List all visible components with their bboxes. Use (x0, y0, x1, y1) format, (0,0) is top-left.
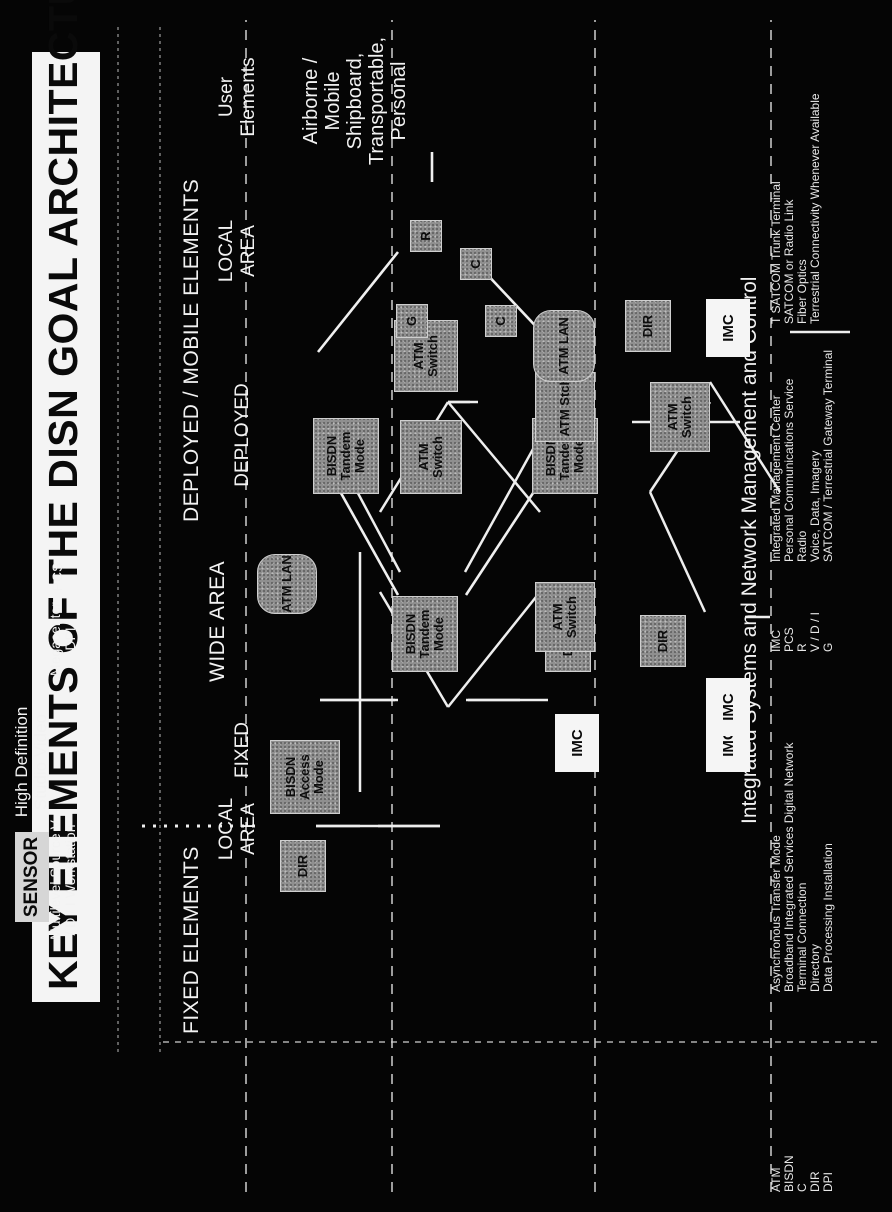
bisdn-tandem-left: BISDN Tandem Mode (392, 596, 458, 672)
dir-right: DIR (625, 300, 671, 352)
label-deployed-mobile: DEPLOYED / MOBILE ELEMENTS (180, 178, 203, 522)
atm-lan-right: ATM LAN (533, 310, 595, 382)
imc-right: IMC (706, 299, 750, 357)
legend-dpi-text: Data Processing Installation (821, 843, 835, 992)
atm-switch-deployed-top: ATM Switch (650, 382, 710, 452)
legend-dir-abbr: DIR (808, 1171, 822, 1192)
legend-pcs-abbr: PCS (782, 627, 796, 652)
megacenter-label: Megacenter DPI (47, 602, 78, 676)
imc-deployed: IMC (706, 678, 750, 736)
dir-left: DIR (280, 840, 326, 892)
legend-col2-text: Integrated Management Center Personal Co… (769, 332, 835, 562)
line-deployed-3 (708, 381, 782, 493)
line-fixed-diamond-4 (447, 401, 541, 513)
atm-stch-top: ATM Stch (535, 372, 595, 442)
label-fixed: FIXED (232, 722, 253, 778)
dir-deployed: DIR (640, 615, 686, 667)
label-fixed-elements: FIXED ELEMENTS (180, 846, 203, 1034)
label-deployed: DEPLOYED (232, 383, 253, 487)
label-local-area-right: LOCAL AREA (216, 219, 259, 283)
legend-col2-abbr: IMC PCS R V / D / I G (769, 562, 835, 652)
label-wide-area: WIDE AREA (206, 560, 229, 682)
studio-video-label: High Definition Studio Video (12, 706, 50, 818)
line-deployed-2 (648, 491, 707, 613)
pcs-left-label: PCS (49, 562, 65, 592)
legend-pcs-text: Personal Communications Service (782, 378, 796, 562)
r-node: R (410, 220, 442, 252)
legend-col3: T SATCOM Trunk Terminal SATCOM or Radio … (769, 4, 822, 324)
legend-g-abbr: G (821, 642, 835, 652)
legend-c-text: Terminal Connection (795, 882, 809, 992)
sensor-label: SENSOR (15, 832, 49, 922)
legend-g-text: SATCOM / Terrestrial Gateway Terminal (821, 349, 835, 562)
platforms-label: Airborne / Mobile Shipboard, Transportab… (300, 36, 410, 166)
legend-c-abbr: C (795, 1183, 809, 1192)
legend-terrestrial: Terrestrial Connectivity Whenever Availa… (808, 93, 822, 324)
legend-dpi-abbr: DPI (821, 1171, 835, 1192)
legend-vdi-abbr: V / D / I (808, 611, 822, 652)
atm-switch-deployed-bottom: ATM Switch (535, 582, 595, 652)
atm-switch-deployed-left: ATM Switch (400, 420, 462, 494)
bisdn-access-node: BISDN Access Mode (270, 740, 340, 814)
g-terminal: G (396, 304, 428, 338)
label-user-elements: User Elements (216, 57, 259, 137)
workstation-label: Multilevel Source V / D / I Workstation (47, 820, 78, 940)
c-node-top: C (460, 248, 492, 280)
imc-left: IMC (555, 714, 599, 772)
line-fixed-diamond-2 (447, 591, 541, 708)
edge-tt-tr (316, 251, 400, 353)
atm-lan-left: ATM LAN (257, 554, 317, 614)
legend-col1-text: Asynchronous Transfer Mode Broadband Int… (769, 652, 835, 992)
legend-col1-abbr: ATM BISDN C DIR DPI (769, 1022, 835, 1192)
label-local-area-left: LOCAL AREA (216, 797, 259, 861)
legend-bisdn-abbr: BISDN (782, 1155, 796, 1192)
bisdn-tandem-top: BISDN Tandem Mode (313, 418, 379, 494)
c-node-bottom: C (485, 305, 517, 337)
